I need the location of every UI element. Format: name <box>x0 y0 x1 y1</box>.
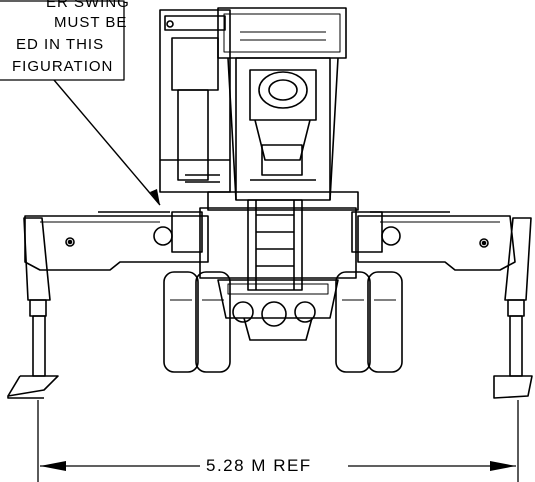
left-outrigger-leg <box>7 217 59 399</box>
leader-arrowhead <box>150 189 160 205</box>
leader-line <box>53 79 161 206</box>
right-wheels <box>335 271 403 373</box>
note-line-2: MUST BE <box>54 14 128 31</box>
dimension-line <box>37 400 519 482</box>
note-line-1: ER SWING <box>46 0 130 11</box>
right-outrigger-leg <box>493 217 533 399</box>
center-housing <box>171 199 383 291</box>
note-line-3: ED IN THIS <box>16 36 105 53</box>
left-dimension-arrowhead <box>40 461 66 471</box>
cab <box>159 9 231 193</box>
note-line-4: FIGURATION <box>12 58 114 75</box>
right-dimension-arrowhead <box>490 461 516 471</box>
axle-assembly <box>217 279 339 341</box>
left-wheels <box>163 271 231 373</box>
dimension-label: 5.28 M REF <box>206 456 312 475</box>
outrigger-beam <box>24 191 516 271</box>
note-callout <box>0 0 161 206</box>
boom-column <box>217 7 347 201</box>
